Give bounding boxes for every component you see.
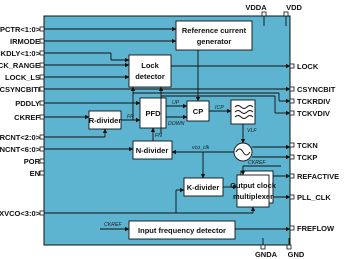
svg-text:vco_clk: vco_clk: [192, 145, 210, 151]
pin-tckp-label: TCKP: [297, 153, 317, 162]
pins-left: CPCTR<1:0> IRMODE LOCKDLY<1:0> LOCK_RANG…: [0, 25, 45, 218]
pin-csyncbiti-label: CSYNCBITI: [0, 85, 40, 94]
vco-sine-icon: [235, 148, 251, 156]
svg-text:N-divider: N-divider: [136, 146, 169, 155]
pin-gnd-label: GND: [288, 250, 305, 259]
svg-text:K-divider: K-divider: [187, 183, 220, 192]
pin-gnda-label: GNDA: [255, 250, 278, 259]
svg-text:CKREF: CKREF: [248, 160, 266, 166]
pin-freflow-label: FREFLOW: [297, 224, 335, 233]
pin-gnd: GND: [286, 244, 305, 259]
pin-rcnt-label: RCNT<2:0>: [0, 133, 41, 142]
wiring: FR FN UP DOWN ICP VLF: [44, 16, 291, 245]
loop-filter-block: [230, 99, 256, 125]
output-clock-mux-block: Output clock multiplexer: [230, 170, 277, 208]
svg-text:ICP: ICP: [215, 105, 224, 111]
pins-right: LOCK CSYNCBIT TCKRDIV TCKVDIV TCKN TCKP …: [289, 62, 339, 233]
svg-text:Input frequency detector: Input frequency detector: [138, 226, 226, 235]
pin-ckref-label: CKREF: [14, 113, 40, 122]
pin-en-label: EN: [30, 169, 40, 178]
pin-tckrdiv-label: TCKRDIV: [297, 97, 330, 106]
svg-text:Lock: Lock: [141, 61, 159, 70]
loop-filter-wave-icon: [234, 105, 254, 119]
pin-vdda: VDDA: [245, 3, 267, 17]
svg-text:Output clock: Output clock: [230, 181, 277, 190]
pin-pll-clk-label: PLL_CLK: [297, 193, 331, 202]
svg-text:CP: CP: [193, 107, 203, 116]
svg-text:PFD: PFD: [146, 109, 162, 118]
svg-text:detector: detector: [135, 72, 165, 81]
pin-lock-range-label: LOCK_RANGE: [0, 61, 40, 70]
pin-gnda: GNDA: [255, 244, 278, 259]
pin-pddly-label: PDDLY: [15, 99, 40, 108]
pin-lockdly-label: LOCKDLY<1:0>: [0, 49, 41, 58]
svg-text:DOWN: DOWN: [168, 121, 185, 127]
svg-text:R-divider: R-divider: [89, 116, 122, 125]
pin-vdda-label: VDDA: [245, 3, 267, 12]
pin-por-label: POR: [24, 157, 41, 166]
pin-lock-ls-label: LOCK_LS: [5, 73, 40, 82]
svg-text:FN: FN: [155, 133, 162, 139]
pin-csyncbit-label: CSYNCBIT: [297, 85, 336, 94]
svg-text:multiplexer: multiplexer: [233, 192, 273, 201]
pfd-block: PFD: [139, 97, 167, 129]
vco-block: [233, 142, 253, 162]
pin-irmode-label: IRMODE: [10, 37, 40, 46]
n-divider-block: N-divider: [132, 140, 173, 160]
svg-text:VLF: VLF: [247, 128, 257, 134]
pin-cpctr-label: CPCTR<1:0>: [0, 25, 41, 34]
k-divider-block: K-divider: [183, 177, 224, 197]
pin-lock-out-label: LOCK: [297, 62, 319, 71]
svg-text:Reference current: Reference current: [182, 26, 247, 35]
pin-tckn-label: TCKN: [297, 141, 318, 150]
svg-text:FR: FR: [127, 114, 134, 120]
pin-vdd: VDD: [283, 3, 302, 17]
lock-detector-block: Lock detector: [128, 54, 172, 88]
pin-vdd-label: VDD: [286, 3, 302, 12]
svg-text:generator: generator: [197, 37, 232, 46]
pin-tckvdiv-label: TCKVDIV: [297, 109, 330, 118]
svg-text:CKREF: CKREF: [104, 222, 122, 228]
pin-mxvco-label: MXVCO<3:0>: [0, 209, 41, 218]
pin-ncnt-label: NCNT<6:0>: [0, 145, 41, 154]
r-divider-block: R-divider: [88, 110, 122, 130]
ref-current-generator-block: Reference current generator: [175, 20, 253, 51]
pin-refactive-label: REFACTIVE: [297, 172, 339, 181]
input-frequency-detector-block: Input frequency detector: [128, 220, 236, 240]
cp-block: CP: [186, 100, 210, 122]
svg-text:UP: UP: [172, 100, 180, 106]
